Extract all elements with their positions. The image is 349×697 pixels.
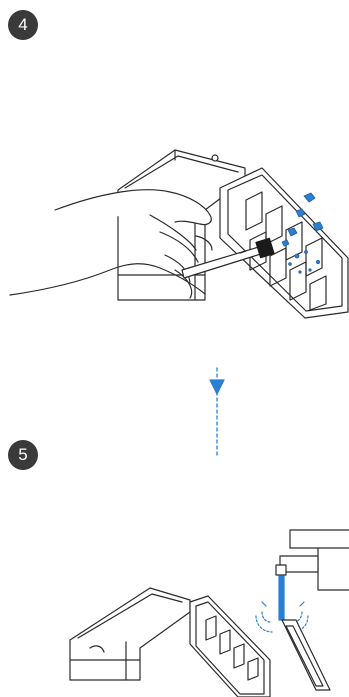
dust-bin-step5 bbox=[70, 588, 270, 697]
filter-under-water bbox=[282, 620, 330, 690]
dust-bin-filter-step4 bbox=[10, 150, 348, 318]
faucet-icon bbox=[276, 530, 349, 590]
water-stream-icon bbox=[256, 576, 308, 632]
down-arrow-icon bbox=[210, 368, 224, 456]
